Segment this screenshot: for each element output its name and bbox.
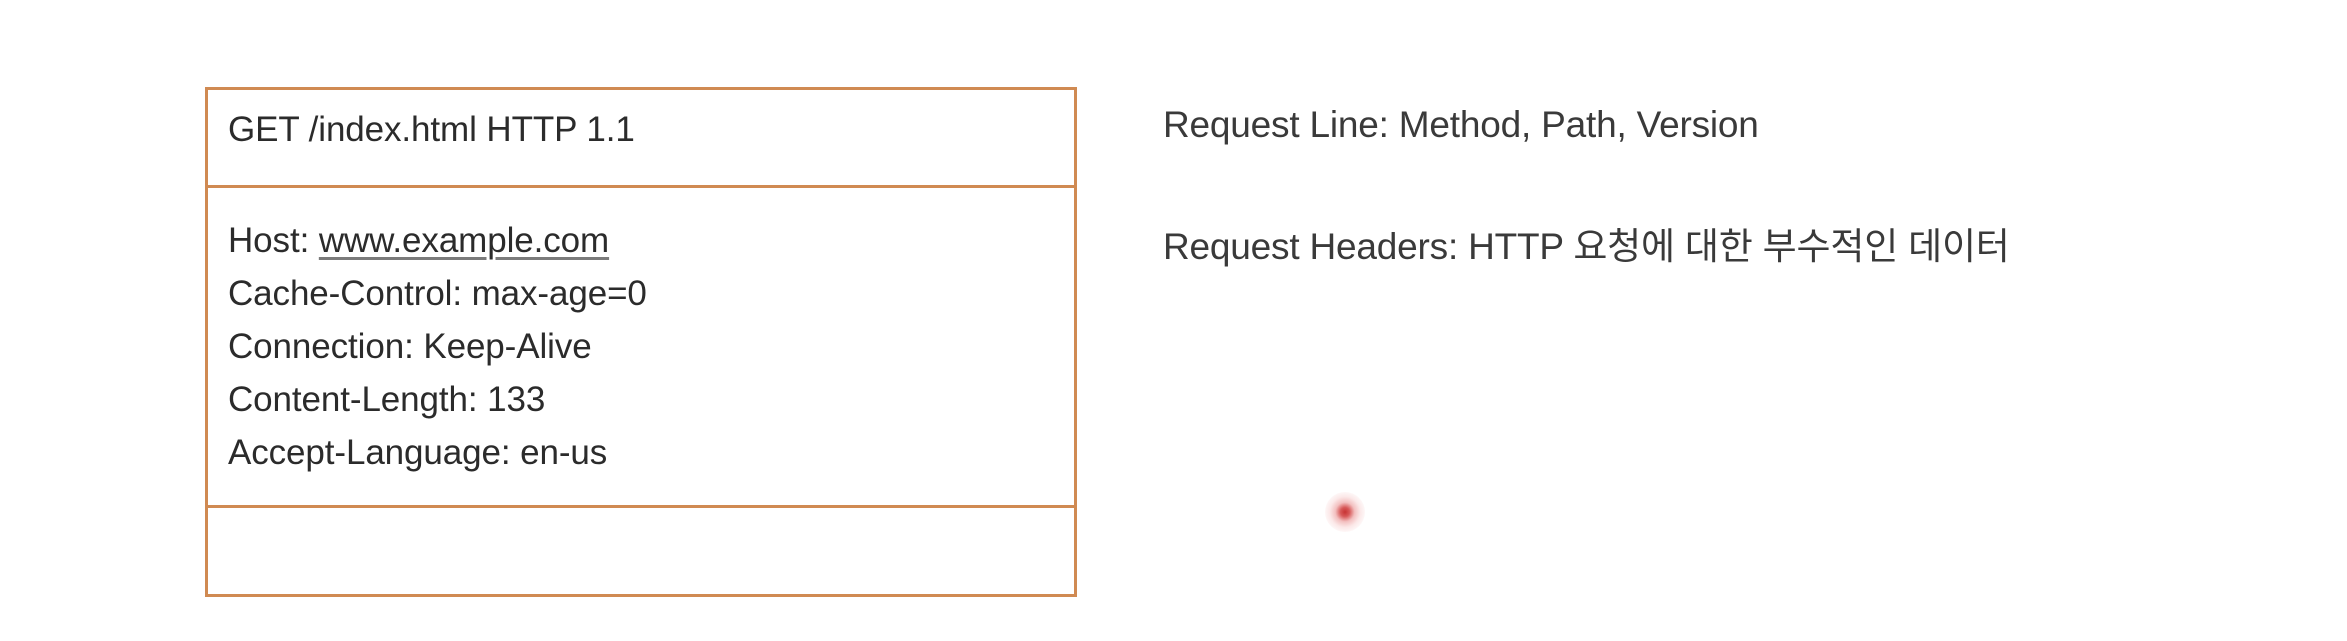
list-item: Host: www.example.com [228, 214, 1074, 267]
header-name: Accept-Language: [228, 433, 511, 472]
header-name: Host: [228, 221, 310, 260]
list-item: Connection: Keep-Alive [228, 320, 1074, 373]
list-item: Accept-Language: en-us [228, 426, 1074, 479]
header-value: en-us [520, 433, 608, 472]
request-line-text: GET /index.html HTTP 1.1 [228, 110, 635, 149]
header-name: Cache-Control: [228, 274, 462, 313]
table-row-request-headers: Host: www.example.com Cache-Control: max… [208, 188, 1074, 508]
header-name: Content-Length: [228, 380, 478, 419]
list-item: Content-Length: 133 [228, 373, 1074, 426]
header-value: max-age=0 [471, 274, 647, 313]
header-value: Keep-Alive [423, 327, 592, 366]
header-name: Connection: [228, 327, 414, 366]
annotation-column: Request Line: Method, Path, Version Requ… [1163, 102, 2293, 270]
click-indicator-dot [1325, 492, 1365, 532]
table-row-request-line: GET /index.html HTTP 1.1 [208, 90, 1074, 188]
http-request-table: GET /index.html HTTP 1.1 Host: www.examp… [205, 87, 1077, 597]
annotation-request-line: Request Line: Method, Path, Version [1163, 104, 1759, 145]
header-value-host-link[interactable]: www.example.com [318, 221, 610, 260]
request-header-list: Host: www.example.com Cache-Control: max… [228, 214, 1074, 479]
annotation-request-headers: Request Headers: HTTP 요청에 대한 부수적인 데이터 [1163, 226, 2010, 267]
header-value: 133 [487, 380, 546, 419]
list-item: Cache-Control: max-age=0 [228, 267, 1074, 320]
table-row-message-body [208, 508, 1074, 594]
